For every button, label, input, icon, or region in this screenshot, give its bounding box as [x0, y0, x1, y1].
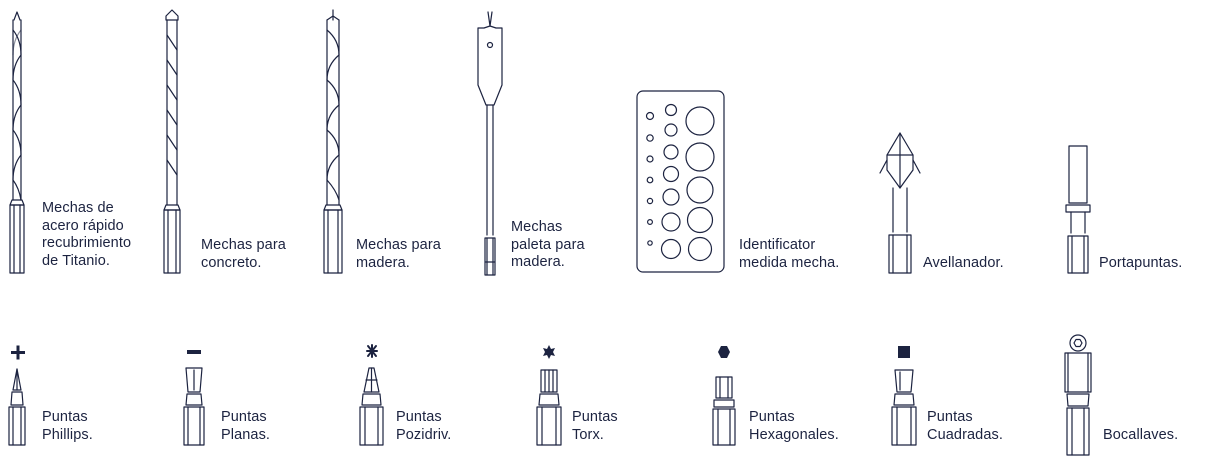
label-planas: Puntas Planas. [221, 409, 270, 444]
label-line: Phillips. [42, 426, 93, 443]
label-line: Mechas de [42, 200, 114, 216]
label-line: Puntas [396, 409, 442, 425]
label-line: de Titanio. [42, 252, 111, 269]
label-identificador: Identificator medida mecha. [739, 237, 839, 272]
nut-driver-icon [1064, 352, 1092, 456]
label-mechas-madera: Mechas para madera. [356, 237, 441, 272]
label-line: Mechas para [201, 237, 286, 253]
label-line: Puntas [42, 409, 88, 425]
label-line: Mechas para [356, 237, 441, 253]
label-line: Puntas [572, 409, 618, 425]
label-cuadradas: Puntas Cuadradas. [927, 409, 1003, 444]
label-line: concreto. [201, 254, 262, 271]
countersink-bit-icon [879, 132, 921, 274]
label-mechas-concreto: Mechas para concreto. [201, 237, 286, 272]
label-line: Puntas [749, 409, 795, 425]
label-line: Portapuntas. [1099, 255, 1183, 271]
label-line: madera. [511, 254, 565, 270]
label-line: recubrimiento [42, 235, 132, 251]
torx-bit-icon [536, 369, 562, 446]
spade-bit-icon [477, 11, 503, 276]
flat-bit-icon [183, 367, 205, 446]
label-torx: Puntas Torx. [572, 409, 618, 444]
label-line: acero rápido [42, 217, 124, 234]
label-pozidriv: Puntas Pozidriv. [396, 409, 451, 444]
label-line: Bocallaves. [1103, 427, 1179, 443]
label-line: Avellanador. [923, 255, 1004, 271]
bit-holder-icon [1065, 145, 1091, 274]
masonry-drill-bit-icon [163, 9, 181, 274]
label-line: Puntas [221, 409, 267, 425]
label-line: medida mecha. [739, 254, 840, 271]
twist-drill-bit-icon [9, 11, 25, 274]
label-line: Pozidriv. [396, 426, 452, 443]
label-portapuntas: Portapuntas. [1099, 255, 1182, 273]
hexagon-icon [718, 346, 730, 358]
square-icon [898, 346, 910, 358]
label-hexagonales: Puntas Hexagonales. [749, 409, 839, 444]
pozidriv-bit-icon [359, 367, 384, 446]
label-mechas-paleta: Mechas paleta para madera. [511, 219, 585, 272]
phillips-bit-icon [8, 368, 26, 446]
label-line: madera. [356, 254, 410, 271]
label-mechas-titanio: Mechas de acero rápido recubrimiento de … [42, 200, 131, 270]
label-line: Torx. [572, 426, 604, 443]
label-line: Puntas [927, 409, 973, 425]
drill-size-gauge-icon [636, 90, 725, 273]
label-line: Mechas [511, 219, 563, 235]
pozidriv-star-icon [366, 344, 378, 358]
label-phillips: Puntas Phillips. [42, 409, 93, 444]
torx-star-icon [543, 345, 555, 359]
plus-icon [11, 345, 25, 360]
label-line: Planas. [221, 426, 271, 443]
socket-icon [1069, 334, 1087, 352]
label-line: Cuadradas. [927, 426, 1003, 443]
label-line: paleta para [511, 236, 585, 253]
label-bocallaves: Bocallaves. [1103, 427, 1178, 445]
wood-drill-bit-icon [323, 9, 343, 274]
square-bit-icon [891, 369, 917, 446]
hex-bit-icon [712, 376, 736, 446]
label-line: Identificator [739, 237, 816, 253]
label-line: Hexagonales. [749, 426, 839, 443]
minus-icon [187, 350, 201, 354]
label-avellanador: Avellanador. [923, 255, 1004, 273]
